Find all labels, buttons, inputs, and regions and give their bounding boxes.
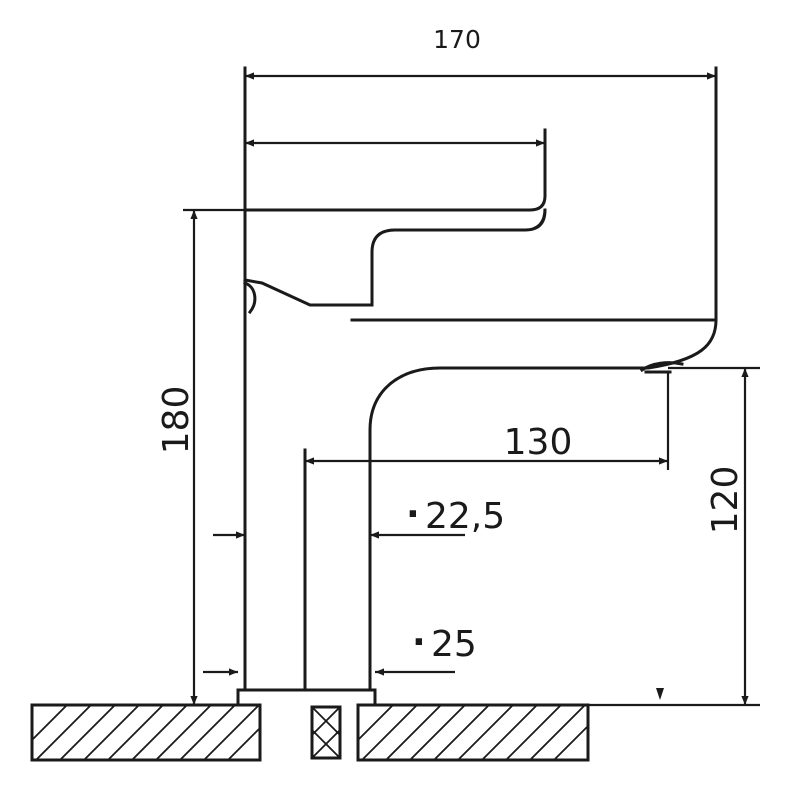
base-reference-mark (656, 688, 664, 700)
faucet-outline (236, 66, 718, 707)
dimension-overall-width: 170 (245, 25, 716, 80)
dimension-overall-width-label: 170 (433, 25, 481, 54)
dimension-spout-height-label: 120 (705, 466, 746, 535)
dimension-total-height-label: 180 (156, 386, 197, 455)
dimension-upper-diameter: · 22,5 (213, 494, 505, 539)
countertop-left-hatch (32, 705, 260, 760)
dimension-upper-diameter-label: 22,5 (425, 496, 505, 537)
dimension-spout-height: 120 (588, 366, 760, 707)
dimension-spout-reach-label: 130 (504, 422, 573, 463)
dimension-base-diameter: · 25 (203, 622, 477, 676)
dimension-upper-diameter-symbol: · (406, 494, 420, 535)
dimension-total-height: 180 (156, 208, 245, 705)
dimension-spout-reach: 130 (305, 372, 670, 470)
dimension-base-diameter-label: 25 (431, 624, 477, 665)
mounting-hole (260, 705, 358, 760)
lever-joint (243, 281, 257, 315)
countertop (30, 703, 590, 762)
mounting-stud (310, 705, 342, 760)
faucet-body (236, 66, 718, 707)
dimension-base-diameter-symbol: · (412, 622, 426, 663)
countertop-right-hatch (358, 705, 588, 760)
aerator (639, 361, 684, 374)
